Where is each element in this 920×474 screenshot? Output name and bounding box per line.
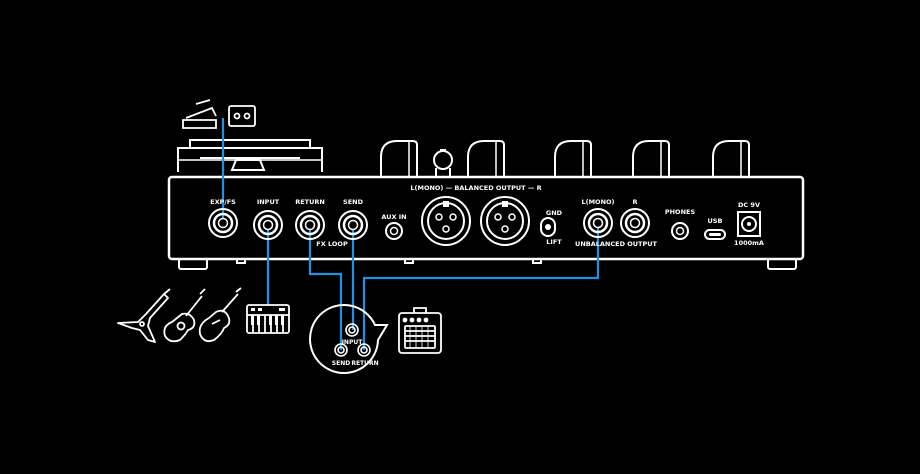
label-exp-fs: EXP/FS [210, 198, 236, 206]
expression-pedal-icon [182, 99, 217, 129]
label-send: SEND [343, 198, 364, 206]
exp-fs-jack [207, 207, 239, 239]
input-jack [252, 209, 284, 241]
guitar-icon [117, 287, 242, 343]
send-jack [337, 209, 369, 241]
usb-port [704, 229, 726, 240]
keyboard-icon [246, 304, 290, 334]
label-unbalanced-r: R [632, 198, 637, 206]
label-usb: USB [708, 217, 723, 225]
panel-labels: EXP/FS INPUT RETURN SEND FX LOOP AUX IN … [210, 184, 764, 248]
amp-label-input: INPUT [342, 339, 364, 346]
return-jack [294, 209, 326, 241]
label-dc: DC 9V [738, 201, 760, 209]
label-fx-loop: FX LOOP [316, 240, 348, 248]
amp-callout-bubble: INPUT SEND RETURN [309, 304, 389, 374]
label-input: INPUT [257, 198, 280, 206]
footswitch-icon [228, 105, 256, 127]
dc-power-jack [737, 211, 761, 237]
jack-row [207, 196, 761, 246]
pedal-back-panel [167, 175, 805, 261]
ground-lift-switch [540, 217, 556, 237]
phones-jack [671, 222, 689, 240]
aux-in-jack [385, 222, 403, 240]
label-power: 1000mA [734, 239, 764, 247]
unbalanced-left-jack [582, 207, 614, 239]
label-unbalanced-output: UNBALANCED OUTPUT [575, 240, 657, 248]
amplifier-icon [398, 307, 442, 354]
rubber-feet [178, 258, 797, 270]
label-phones: PHONES [665, 208, 696, 216]
amp-label-return: RETURN [351, 360, 378, 367]
cables [221, 118, 600, 350]
label-balanced-output: L(MONO) — BALANCED OUTPUT — R [410, 184, 541, 192]
output-cable [362, 222, 600, 350]
label-unbalanced-l: L(MONO) [581, 198, 614, 206]
label-aux-in: AUX IN [381, 213, 406, 221]
multi-effects-pedal [167, 139, 805, 270]
amp-label-send: SEND [332, 360, 350, 367]
label-lift: LIFT [546, 238, 562, 246]
expression-treadle [177, 139, 323, 172]
label-gnd: GND [546, 209, 563, 217]
fx-return-cable [308, 222, 343, 350]
label-return: RETURN [295, 198, 325, 206]
unbalanced-right-jack [619, 207, 651, 239]
top-knobs [380, 140, 750, 179]
